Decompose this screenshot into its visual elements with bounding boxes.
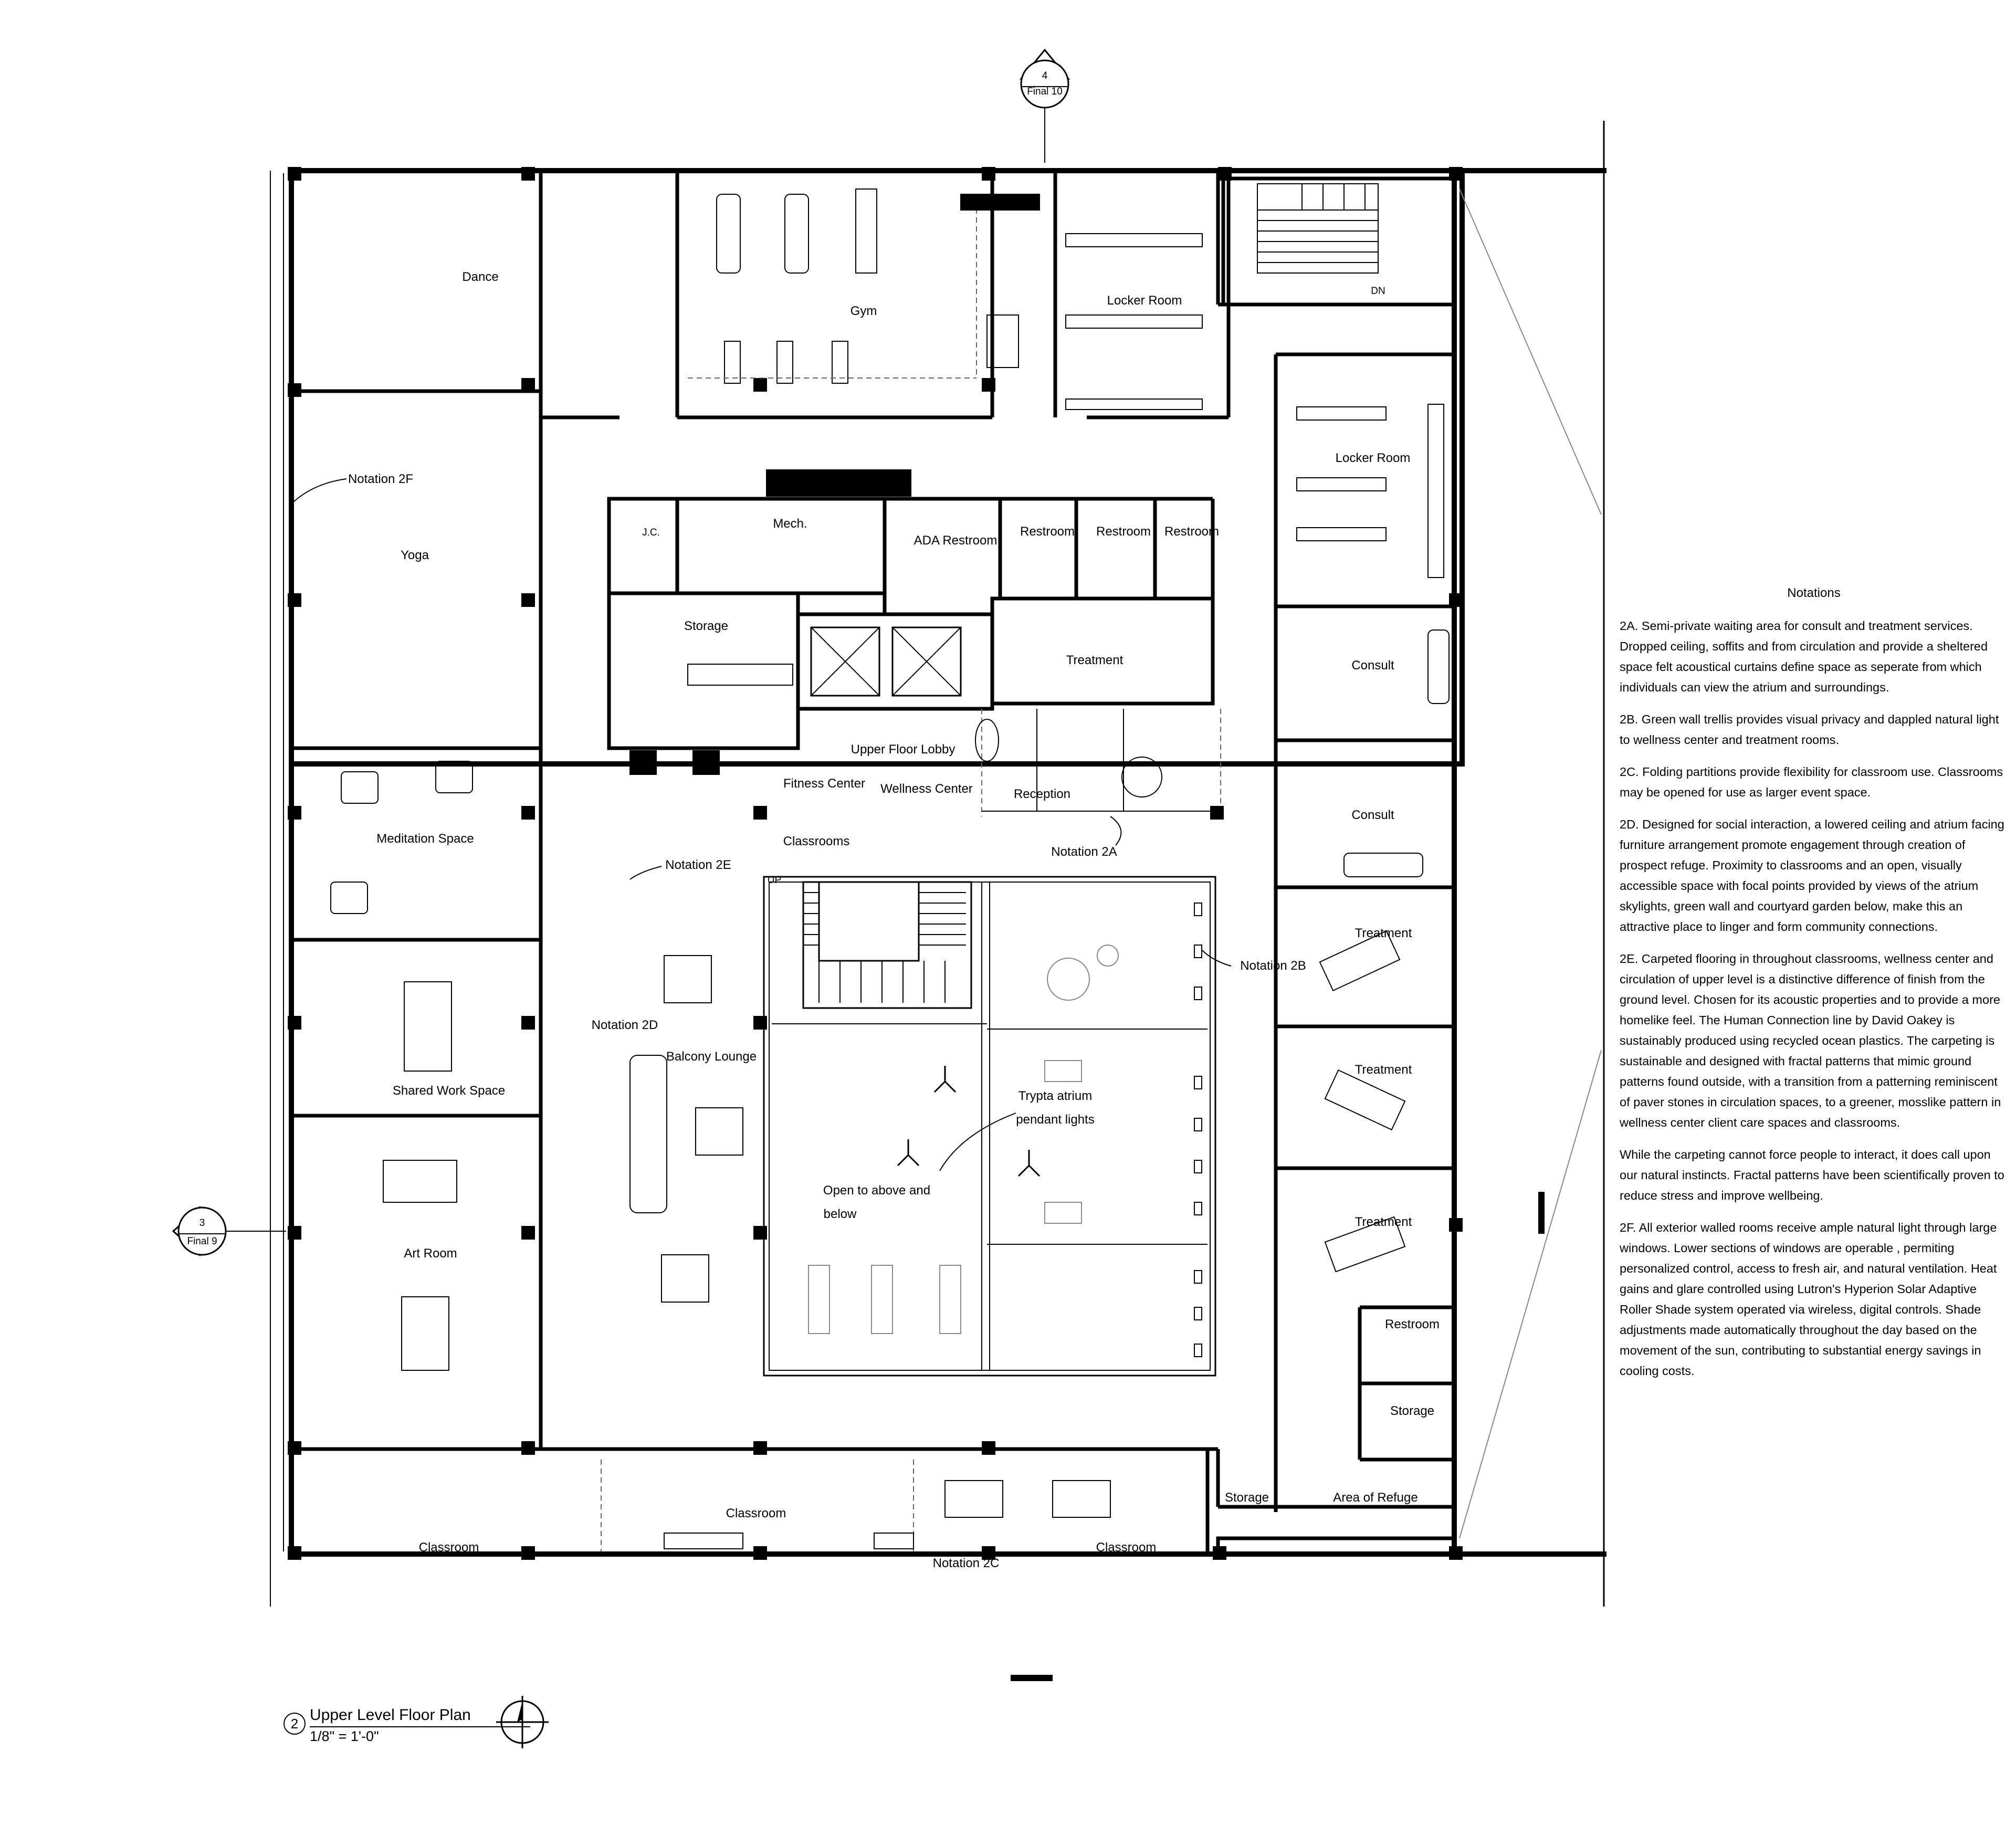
stair-label-dn: DN	[1371, 286, 1385, 297]
room-label-fitness-center: Fitness Center	[783, 777, 865, 791]
room-label-balcony-lounge: Balcony Lounge	[666, 1050, 757, 1064]
room-label-area-refuge: Area of Refuge	[1333, 1491, 1418, 1505]
room-label-locker-room-1: Locker Room	[1107, 293, 1182, 308]
section-marker-north: 4 Final 10	[1019, 48, 1070, 163]
room-label-meditation: Meditation Space	[376, 832, 474, 846]
room-label-shared-work: Shared Work Space	[393, 1084, 505, 1098]
notation-2e-text: 2E. Carpeted flooring in throughout clas…	[1620, 952, 2001, 1129]
notation-2f-text: 2F. All exterior walled rooms receive am…	[1620, 1221, 1997, 1378]
room-label-wellness-center: Wellness Center	[880, 782, 973, 796]
drawing-scale: 1/8" = 1'-0"	[310, 1728, 379, 1744]
callout-2c: Notation 2C	[933, 1556, 1000, 1570]
structural-columns	[288, 167, 1463, 1560]
room-label-yoga: Yoga	[401, 548, 429, 562]
drawing-title-block: 2 Upper Level Floor Plan 1/8" = 1'-0"	[284, 1706, 556, 1759]
room-label-dance: Dance	[462, 270, 498, 284]
drawing-number: 2	[284, 1713, 306, 1735]
room-label-classroom-1: Classroom	[419, 1540, 479, 1555]
room-label-locker-room-2: Locker Room	[1336, 451, 1411, 465]
room-label-open-above-2: below	[824, 1207, 857, 1221]
room-label-classrooms-arrow: Classrooms	[783, 834, 850, 848]
callout-2d: Notation 2D	[592, 1018, 658, 1032]
stair-label-up: UP	[768, 875, 781, 886]
room-label-storage-south: Storage	[1225, 1491, 1269, 1505]
atrium-opening	[763, 876, 1216, 1377]
stair-towers	[1216, 176, 1456, 1556]
room-label-restroom-2: Restroom	[1096, 524, 1151, 539]
notation-2c-text: 2C. Folding partitions provide flexibili…	[1620, 765, 2003, 799]
room-label-art-room: Art Room	[404, 1246, 457, 1261]
room-label-classroom-3: Classroom	[1096, 1540, 1157, 1555]
north-arrow-icon	[496, 1696, 549, 1748]
room-label-classroom-2: Classroom	[726, 1506, 786, 1520]
section-marker-west-sheet: Final 9	[187, 1236, 217, 1247]
room-label-restroom-east: Restroom	[1385, 1317, 1440, 1331]
notation-2a-text: 2A. Semi-private waiting area for consul…	[1620, 619, 1988, 694]
room-labels: Dance Gym Locker Room Locker Room Yoga M…	[376, 270, 1440, 1555]
notations-panel: Notations 2A. Semi-private waiting area …	[1620, 583, 2008, 1393]
room-label-restroom-1: Restroom	[1020, 524, 1075, 539]
section-cut-mark-south	[1011, 1675, 1053, 1681]
room-label-upper-lobby: Upper Floor Lobby	[851, 742, 956, 757]
section-marker-north-sheet: Final 10	[1027, 86, 1063, 97]
notation-2b-text: 2B. Green wall trellis provides visual p…	[1620, 712, 1999, 747]
room-label-open-above-1: Open to above and	[823, 1183, 930, 1198]
drawing-title: Upper Level Floor Plan	[310, 1706, 471, 1724]
callout-2b: Notation 2B	[1240, 959, 1306, 973]
callout-2f: Notation 2F	[348, 472, 413, 486]
room-label-storage-east: Storage	[1390, 1404, 1434, 1418]
section-cut-mark-east	[1538, 1192, 1545, 1234]
room-label-pendant-2: pendant lights	[1016, 1113, 1094, 1127]
notation-callouts: Notation 2F Notation 2E Notation 2D Nota…	[293, 472, 1306, 1570]
notations-title: Notations	[1787, 586, 1841, 600]
room-label-restroom-3: Restroom	[1164, 524, 1219, 539]
room-label-consult-2: Consult	[1351, 808, 1394, 822]
room-label-treatment-1: Treatment	[1355, 926, 1412, 940]
room-label-storage-1: Storage	[684, 619, 728, 633]
room-label-treatment-3: Treatment	[1355, 1215, 1412, 1229]
notation-2e-continued-text: While the carpeting cannot force people …	[1620, 1148, 2004, 1202]
callout-2a: Notation 2A	[1051, 845, 1117, 859]
elevators	[810, 626, 962, 697]
section-marker-north-number: 4	[1042, 70, 1048, 81]
title-underline	[310, 1726, 530, 1727]
room-label-gym: Gym	[850, 304, 877, 318]
callout-2e: Notation 2E	[665, 858, 731, 872]
interior-walls	[291, 171, 1454, 1554]
room-label-jc: J.C.	[642, 527, 660, 538]
section-marker-west-number: 3	[200, 1218, 205, 1229]
furniture	[330, 188, 1450, 1549]
notation-2d-text: 2D. Designed for social interaction, a l…	[1620, 817, 2004, 933]
room-label-reception: Reception	[1014, 787, 1070, 801]
room-label-pendant-1: Trypta atrium	[1018, 1089, 1092, 1103]
room-label-treatment-center: Treatment	[1066, 653, 1124, 667]
section-marker-west: 3 Final 9	[172, 1205, 286, 1257]
room-label-ada-restroom: ADA Restroom	[914, 533, 998, 548]
room-label-consult-1: Consult	[1351, 658, 1394, 673]
room-label-mech: Mech.	[773, 517, 807, 531]
room-label-treatment-2: Treatment	[1355, 1063, 1412, 1077]
